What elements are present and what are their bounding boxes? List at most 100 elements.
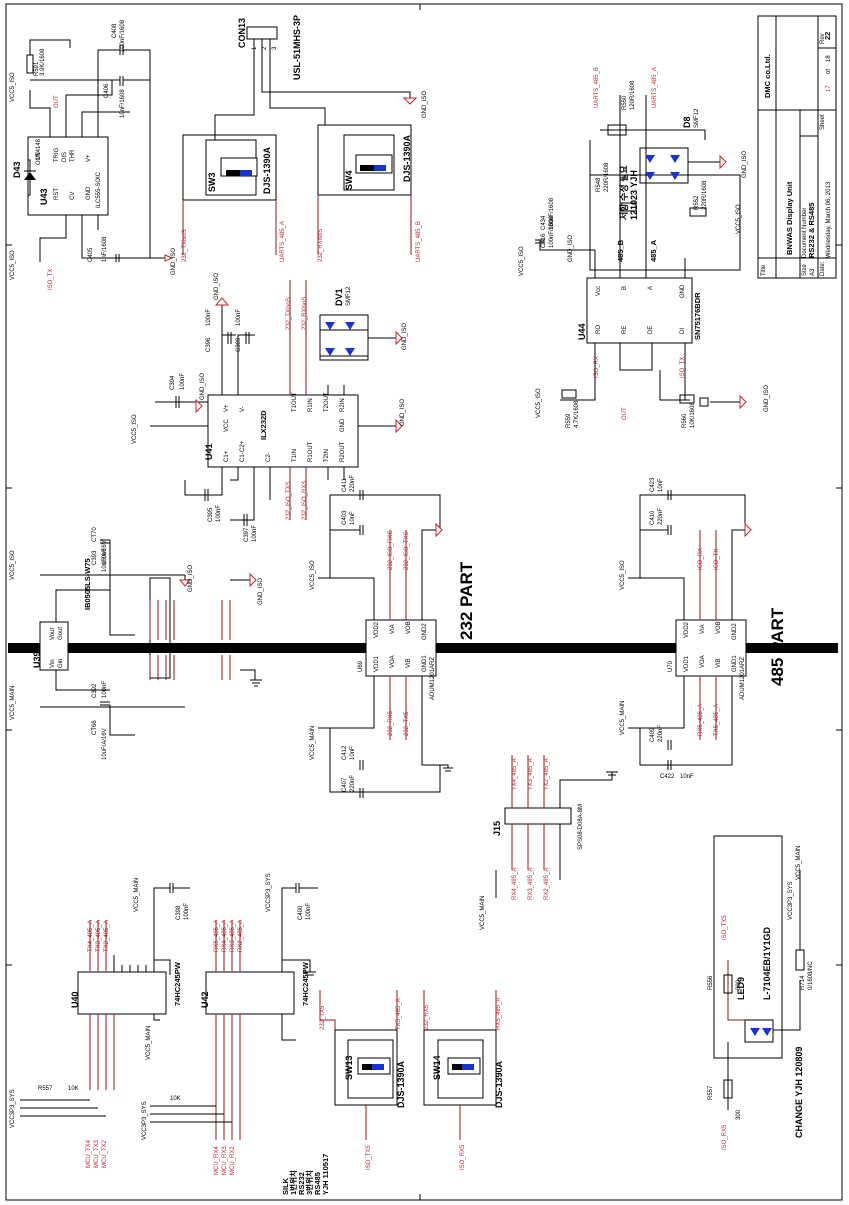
svg-text:100nF: 100nF [102, 548, 108, 565]
svg-text:Vcc: Vcc [596, 286, 602, 296]
svg-text:SMF12: SMF12 [346, 286, 352, 306]
svg-text:232_ISO_RXS: 232_ISO_RXS [302, 481, 308, 520]
svg-text:300: 300 [736, 979, 742, 990]
svg-text:Gin: Gin [58, 659, 64, 668]
document-title: BNWAS Display Unit [785, 181, 794, 255]
svg-text:OUT: OUT [622, 407, 628, 420]
svg-text:VDD1: VDD1 [374, 655, 380, 672]
svg-text:VCC5_ISO: VCC5_ISO [620, 560, 626, 590]
u42-buffer: U42 74HC245PW VCC3P3_SYS C400 100nF RX5_… [142, 873, 318, 1175]
svg-text:VOA: VOA [390, 655, 396, 668]
svg-text:232_ISO_TXS: 232_ISO_TXS [404, 531, 410, 570]
svg-text:C411: C411 [342, 477, 348, 492]
svg-text:232_RX5: 232_RX5 [424, 1004, 430, 1030]
svg-text:ILC555-SOIC: ILC555-SOIC [96, 171, 102, 208]
svg-text:220nF: 220nF [350, 775, 356, 792]
svg-text:USL-51MHS-3P: USL-51MHS-3P [292, 15, 302, 80]
svg-text:저항 수정 필요: 저항 수정 필요 [618, 165, 629, 220]
svg-text:GND_ISO: GND_ISO [258, 578, 264, 605]
u41-rs232-transceiver: U41 ILX232D V+ V- T1OUT R1IN T2OUT R2IN … [132, 273, 406, 542]
svg-text:TRIG: TRIG [54, 147, 60, 162]
svg-text:VCC5_MAIN: VCC5_MAIN [134, 878, 140, 912]
document-date: Wednesday, March 06, 2013 [826, 181, 832, 258]
svg-text:10K/1608: 10K/1608 [690, 402, 696, 428]
svg-text:C410: C410 [650, 510, 656, 525]
u44-rs485-transceiver: U44 SN75176BDR Vcc B A GND RO RE DE DI [519, 67, 770, 428]
svg-text:VCC5_MAIN: VCC5_MAIN [620, 701, 626, 735]
svg-text:C408: C408 [112, 23, 118, 38]
svg-text:R1OUT: R1OUT [308, 441, 314, 462]
svg-text:MCU_TX3: MCU_TX3 [94, 1139, 100, 1168]
svg-text:VCC5_MAIN: VCC5_MAIN [480, 896, 486, 930]
svg-text:VDD2: VDD2 [684, 621, 690, 638]
svg-text:C412: C412 [342, 745, 348, 760]
svg-text:GND_ISO: GND_ISO [742, 151, 748, 178]
svg-text:C394: C394 [170, 375, 176, 390]
svg-text:V-: V- [240, 406, 246, 412]
svg-text:SW4: SW4 [344, 170, 354, 190]
svg-text:CT70: CT70 [92, 527, 98, 542]
u40-buffer: U40 74HC245PW VCC5_MAIN VCC5_MAIN C398 1… [10, 878, 190, 1168]
svg-text:R557: R557 [708, 1085, 714, 1100]
svg-text:R557: R557 [38, 1086, 53, 1092]
svg-text:4.7K/1608: 4.7K/1608 [574, 400, 580, 428]
svg-text:120R/1608: 120R/1608 [630, 80, 636, 110]
svg-text:GND2: GND2 [732, 623, 738, 640]
svg-text:GND2: GND2 [422, 623, 428, 640]
svg-text:SW13: SW13 [344, 1055, 354, 1080]
svg-text:ISO_TX5: ISO_TX5 [722, 915, 728, 940]
svg-text:C397: C397 [244, 527, 250, 542]
svg-text:VIA: VIA [700, 624, 706, 634]
svg-text:SW3: SW3 [207, 172, 217, 192]
svg-text:TX3_485_A: TX3_485_A [96, 920, 102, 952]
svg-text:C2+: C2+ [240, 440, 246, 452]
svg-text:VOB: VOB [406, 621, 412, 634]
svg-text:VCC3P3_SYS: VCC3P3_SYS [10, 1089, 16, 1128]
svg-text:L-7104EB/1Y1GD: L-7104EB/1Y1GD [762, 926, 772, 1000]
svg-text:ILX232D: ILX232D [259, 410, 268, 440]
dv1-tvs-diode: DV1 SMF12 GND_ISO [319, 286, 408, 361]
svg-text:RX3_485_A: RX3_485_A [528, 868, 534, 900]
bus-resistor-arrays [149, 600, 231, 680]
svg-text:RX2_485_A: RX2_485_A [238, 920, 244, 952]
svg-text:RS485: RS485 [313, 1172, 322, 1195]
sw13-switch: SW13 DJS-1390A 232_TX5 TX5_485_A ISO_TX5 [319, 990, 406, 1170]
svg-text:T2OUT: T2OUT [324, 392, 330, 412]
svg-text:18: 18 [826, 55, 832, 62]
led9-block: LED9 L-7104EB/1Y1GD R556 300 R557 300 R7… [708, 835, 814, 1150]
svg-text:DJS-1390A: DJS-1390A [396, 1060, 406, 1108]
svg-text:100nF/1608: 100nF/1608 [120, 19, 126, 52]
svg-text:GND_ISO: GND_ISO [188, 565, 194, 592]
svg-text:ISO_RX: ISO_RX [594, 356, 600, 378]
svg-text:232_TXisoS: 232_TXisoS [286, 297, 292, 330]
section-485-label: 485 PART [768, 607, 787, 686]
svg-text:232_RX5: 232_RX5 [388, 710, 394, 736]
svg-text:100nF: 100nF [102, 681, 108, 698]
svg-text:GND1: GND1 [422, 655, 428, 672]
svg-text:DJS-1390A: DJS-1390A [262, 146, 272, 194]
svg-text:R714: R714 [800, 975, 806, 990]
svg-text:TX2_485_A: TX2_485_A [104, 920, 110, 952]
svg-text:C393: C393 [92, 550, 98, 565]
svg-text:232_TXisoS: 232_TXisoS [182, 229, 188, 262]
svg-text:C403: C403 [342, 510, 348, 525]
svg-text:1번위치: 1번위치 [288, 1170, 298, 1195]
svg-text:100nF/1608: 100nF/1608 [549, 215, 555, 248]
svg-text:MCU_RX4: MCU_RX4 [214, 1146, 220, 1175]
svg-text:Document Number: Document Number [802, 208, 808, 258]
svg-text:100nF: 100nF [184, 903, 190, 920]
svg-text:Sheet: Sheet [820, 114, 826, 130]
svg-text:ADUM1201ARZ: ADUM1201ARZ [740, 657, 746, 700]
svg-text:TX3_485_A: TX3_485_A [528, 758, 534, 790]
svg-text:DE: DE [648, 326, 654, 334]
svg-text:GND_ISO: GND_ISO [200, 373, 206, 400]
svg-text:GND1: GND1 [732, 655, 738, 672]
svg-text:TX5_485_A: TX5_485_A [396, 998, 402, 1030]
svg-text:VIB: VIB [716, 658, 722, 668]
svg-text:R1IN: R1IN [308, 398, 314, 412]
sw14-switch: SW14 DJS-1390A 232_RX5 RX5_485_A ISO_RX5 [423, 990, 504, 1170]
svg-text:OUT: OUT [36, 152, 42, 165]
svg-text:MCU_TX4: MCU_TX4 [86, 1139, 92, 1168]
svg-text:RX4_485_A: RX4_485_A [222, 920, 228, 952]
